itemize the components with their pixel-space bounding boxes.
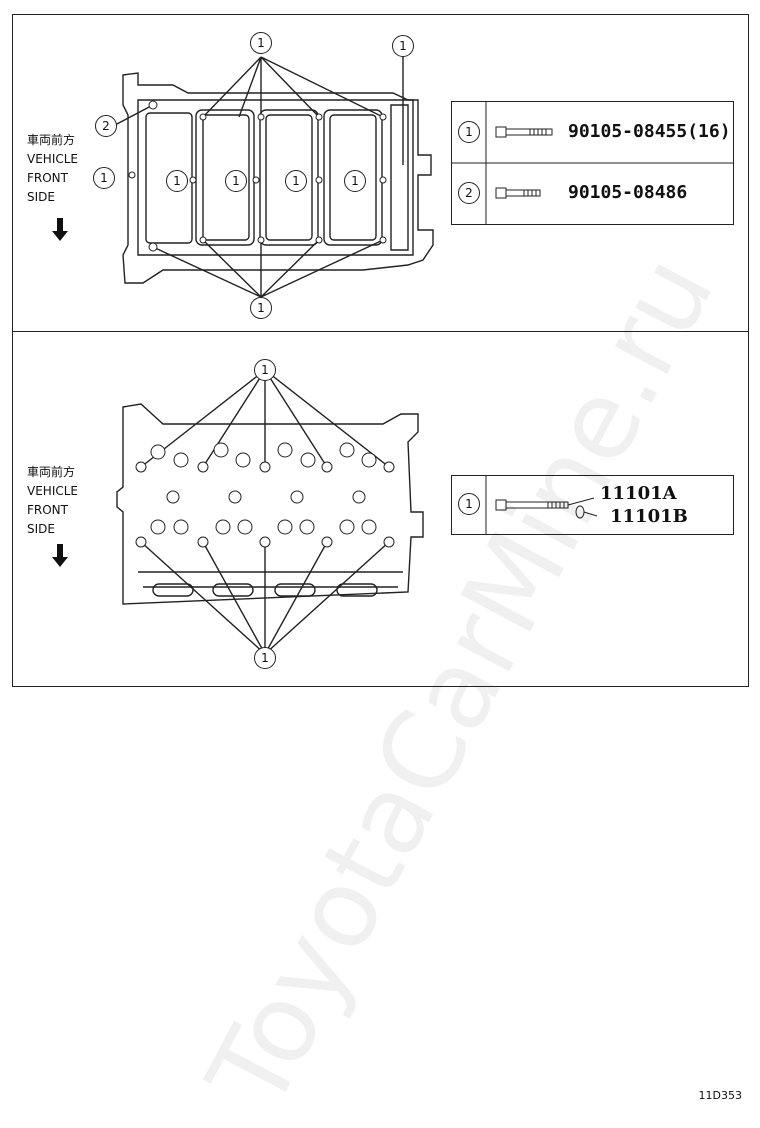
part-number-2: 90105-08486 bbox=[568, 182, 688, 203]
top-diagram-panel: 1 1 2 1 1 1 1 1 1 車両前方 VEHICLE FRONT SID… bbox=[12, 14, 749, 332]
vehicle-front-label-bottom: 車両前方 VEHICLE FRONT SIDE bbox=[27, 463, 78, 539]
callout-top-center: 1 bbox=[250, 32, 272, 54]
head-bolt-icon bbox=[495, 497, 598, 519]
cylinder-block-top-drawing bbox=[114, 56, 434, 298]
callout-head-bottom: 1 bbox=[254, 647, 276, 669]
legend-num-1: 1 bbox=[458, 121, 480, 143]
vehicle-front-label: 車両前方 VEHICLE FRONT SIDE bbox=[27, 131, 78, 207]
legend-num-bottom: 1 bbox=[458, 493, 480, 515]
legend-grid bbox=[452, 102, 733, 224]
callout-bore-3: 1 bbox=[285, 170, 307, 192]
cylinder-head-drawing bbox=[116, 369, 424, 655]
callout-left: 1 bbox=[93, 167, 115, 189]
callout-bore-2: 1 bbox=[225, 170, 247, 192]
callout-top-right: 1 bbox=[392, 35, 414, 57]
front-label-jp-bottom: 車両前方 bbox=[27, 465, 76, 479]
part-number-1: 90105-08455(16) bbox=[568, 121, 731, 142]
front-label-line2-bottom: FRONT bbox=[27, 503, 68, 517]
front-label-jp: 車両前方 bbox=[27, 133, 76, 147]
bottom-diagram-panel: 1 1 車両前方 VEHICLE FRONT SIDE 1 11101A 111… bbox=[12, 331, 749, 687]
front-label-line1-bottom: VEHICLE bbox=[27, 484, 78, 498]
callout-bottom-center: 1 bbox=[250, 297, 272, 319]
callout-bore-4: 1 bbox=[344, 170, 366, 192]
parts-legend-top: 1 90105-08455(16) 2 90105-08486 bbox=[451, 101, 734, 225]
parts-legend-bottom: 1 11101A 11101B bbox=[451, 475, 734, 535]
legend-num-2: 2 bbox=[458, 182, 480, 204]
front-label-line3-bottom: SIDE bbox=[27, 522, 55, 536]
callout-bore-1: 1 bbox=[166, 170, 188, 192]
part-number-11101b: 11101B bbox=[610, 506, 688, 527]
bolt-icon-short bbox=[495, 187, 541, 199]
part-number-11101a: 11101A bbox=[600, 483, 677, 504]
front-label-line1: VEHICLE bbox=[27, 152, 78, 166]
front-label-line2: FRONT bbox=[27, 171, 68, 185]
callout-side-2: 2 bbox=[95, 115, 117, 137]
front-label-line3: SIDE bbox=[27, 190, 55, 204]
legend-grid-bottom bbox=[485, 476, 598, 534]
diagram-code: 11D353 bbox=[698, 1089, 742, 1102]
bolt-icon-long bbox=[495, 126, 553, 138]
callout-head-top: 1 bbox=[254, 359, 276, 381]
